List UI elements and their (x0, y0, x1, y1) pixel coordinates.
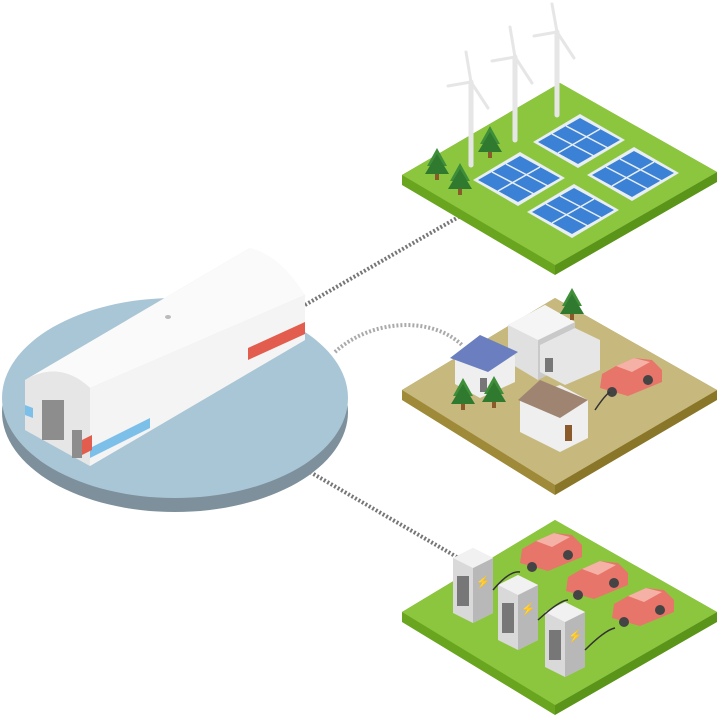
ev-charger (498, 575, 538, 650)
ev-charger (453, 548, 493, 623)
wind-turbine (490, 25, 534, 143)
house-brown-roof (518, 380, 588, 452)
red-stripe (248, 322, 305, 360)
renewable-energy-tile (402, 2, 717, 275)
power-station-building (25, 248, 305, 466)
ev-charger (545, 602, 585, 677)
wind-turbine (446, 50, 490, 168)
cable-to-chargers (308, 470, 464, 562)
cable-to-renewables (304, 213, 463, 307)
house-blue-roof (450, 335, 518, 398)
cable-to-houses (333, 323, 464, 354)
residential-tile (402, 288, 717, 495)
wind-turbine (532, 2, 576, 118)
blue-stripe (90, 418, 150, 458)
ev-charging-tile (402, 520, 717, 715)
apartment-building (508, 305, 600, 385)
garage-door (42, 400, 64, 440)
